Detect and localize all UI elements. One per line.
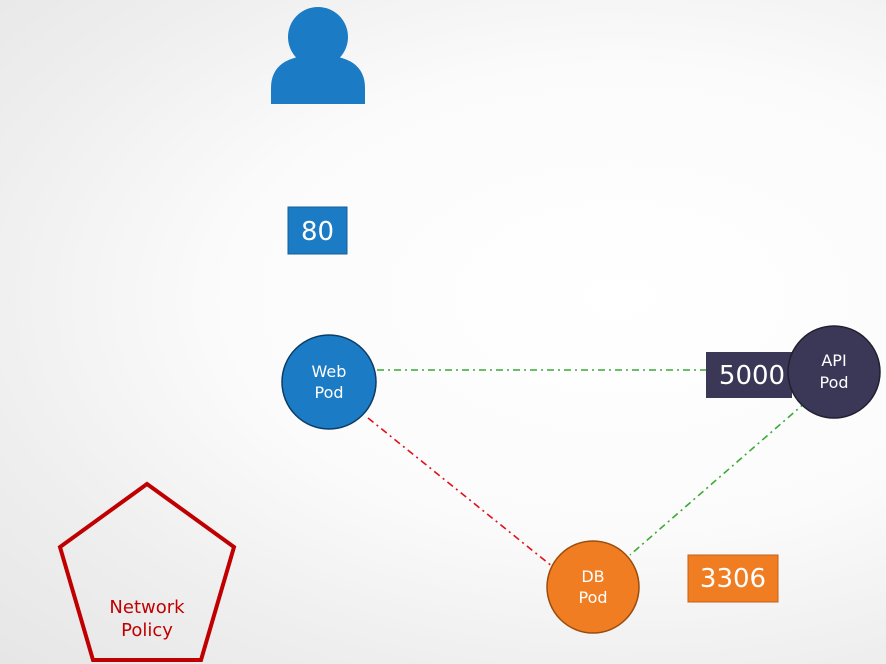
web-port-label: 80 bbox=[301, 217, 334, 247]
db-pod[interactable]: DB Pod bbox=[546, 540, 640, 634]
db-port-badge: 3306 bbox=[687, 554, 779, 603]
db-port-label: 3306 bbox=[700, 564, 766, 594]
api-pod-label-line2: Pod bbox=[819, 373, 848, 392]
web-pod-label-line2: Pod bbox=[314, 383, 343, 402]
api-port-label: 5000 bbox=[719, 361, 785, 391]
user-icon bbox=[271, 7, 365, 104]
db-pod-label-line1: DB bbox=[581, 567, 604, 586]
network-policy-label-line2: Policy bbox=[121, 620, 173, 641]
web-port-badge: 80 bbox=[287, 206, 348, 255]
web-to-db-link bbox=[367, 417, 554, 568]
network-policy-label-line1: Network bbox=[109, 597, 185, 618]
api-port-badge: 5000 bbox=[706, 352, 792, 398]
web-pod[interactable]: Web Pod bbox=[281, 334, 377, 430]
api-to-db-link bbox=[629, 401, 807, 556]
api-pod-label-line1: API bbox=[821, 351, 846, 370]
network-policy-shape: Network Policy bbox=[57, 481, 237, 662]
db-pod-label-line2: Pod bbox=[578, 588, 607, 607]
api-pod[interactable]: API Pod bbox=[787, 325, 881, 419]
web-pod-label-line1: Web bbox=[312, 362, 347, 381]
